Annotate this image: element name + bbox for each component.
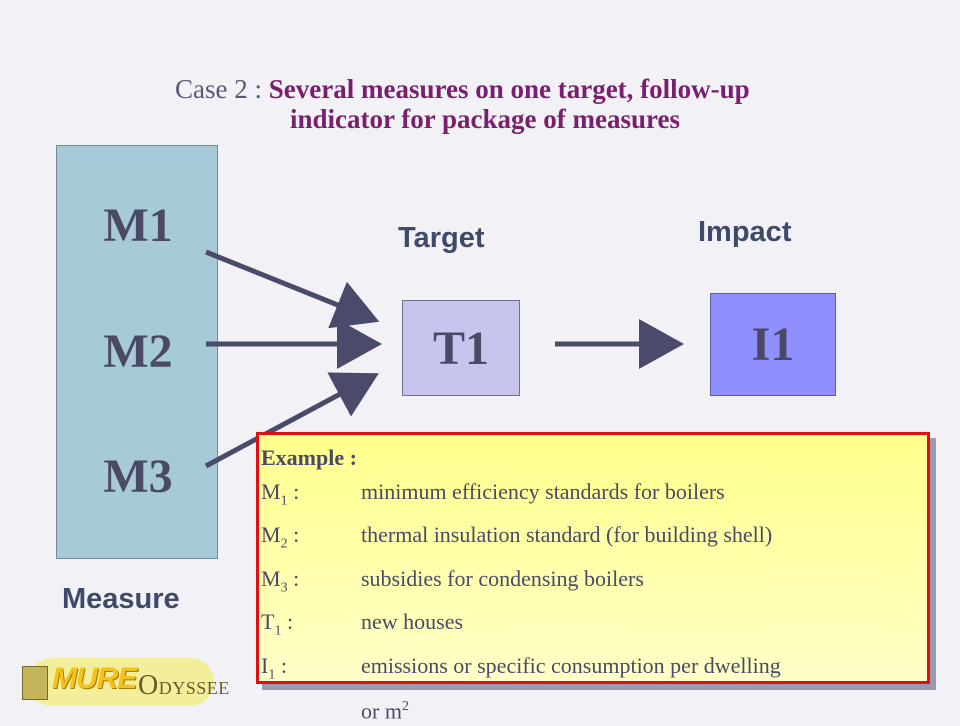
example-value: thermal insulation standard (for buildin… (361, 522, 773, 548)
title-prefix: Case 2 : (175, 74, 269, 104)
example-row: M1 : minimum efficiency standards for bo… (261, 475, 927, 518)
example-heading: Example : (261, 445, 357, 470)
slide-title: Case 2 : Several measures on one target,… (175, 74, 750, 105)
example-box: Example : M1 : minimum efficiency standa… (256, 432, 930, 723)
measure-label: Measure (62, 583, 180, 615)
arrow-m3-to-t1 (204, 372, 379, 469)
example-continuation: or m2 (361, 698, 409, 724)
example-key: M1 : (261, 479, 300, 509)
example-row: T1 : new houses (261, 605, 927, 648)
logo-background (28, 658, 214, 706)
measure-m3: M3 (103, 450, 173, 503)
example-key: I1 : (261, 652, 287, 682)
logo-mure-text: MURE (52, 662, 137, 695)
impact-label: Impact (698, 216, 792, 248)
title-line-2: indicator for package of measures (290, 104, 680, 134)
example-row: I1 : emissions or specific consumption p… (261, 649, 927, 692)
target-label: Target (398, 222, 485, 254)
example-key: T1 : (261, 609, 294, 639)
measure-m1: M1 (103, 199, 173, 252)
example-value: emissions or specific consumption per dw… (361, 652, 781, 678)
logo-building-icon (22, 666, 48, 700)
measure-m2: M2 (103, 325, 173, 378)
example-value: subsidies for condensing boilers (361, 565, 644, 591)
arrow-m1-to-t1 (205, 249, 380, 329)
example-row: M3 : subsidies for condensing boilers (261, 562, 927, 605)
mure-odyssee-logo: MURE ODYSSEE (20, 656, 229, 708)
impact-box-label: I1 (751, 318, 795, 371)
example-row: M2 : thermal insulation standard (for bu… (261, 518, 927, 561)
example-value: minimum efficiency standards for boilers (361, 479, 725, 504)
logo-odyssee-text: ODYSSEE (138, 670, 230, 701)
target-box: T1 (402, 300, 520, 396)
example-value: new houses (361, 609, 464, 635)
example-key: M3 : (261, 565, 300, 596)
example-key: M2 : (261, 522, 300, 552)
title-emphasis: Several measures on one target, follow-u… (268, 74, 750, 104)
impact-box: I1 (710, 293, 836, 396)
measure-box: M1 M2 M3 (56, 145, 218, 559)
target-box-label: T1 (432, 321, 489, 375)
